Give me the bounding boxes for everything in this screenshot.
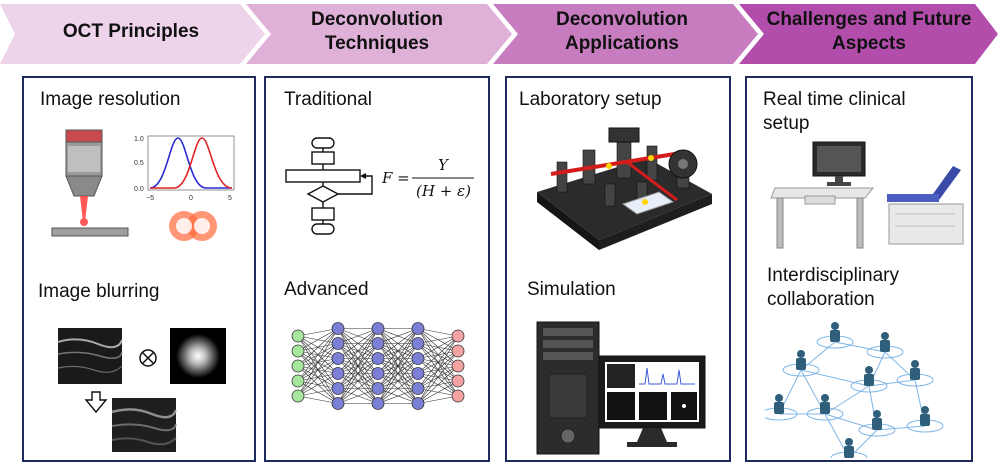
nn-node <box>411 322 425 335</box>
svg-text:F =: F = <box>381 169 410 187</box>
nn-node <box>411 367 425 380</box>
simulation-computer-illustration <box>536 321 706 455</box>
nn-node <box>371 322 385 335</box>
chevron-step-4 <box>739 4 998 64</box>
psf-plot: 1.0 0.5 0.0 −5 0 5 <box>134 135 235 202</box>
step-challenges-future: Challenges and Future Aspects <box>766 9 972 54</box>
person-icon <box>830 322 840 342</box>
svg-text:5: 5 <box>228 195 232 202</box>
collaboration-network-illustration <box>765 322 944 458</box>
nn-node <box>291 329 305 343</box>
real-time-clinical-setup-label: Real time clinical setup <box>763 89 906 134</box>
nn-node <box>291 389 305 403</box>
nn-node <box>371 352 385 365</box>
nn-node <box>291 374 305 388</box>
svg-text:Y: Y <box>438 156 450 174</box>
nn-node <box>451 359 465 373</box>
simulation-label: Simulation <box>527 279 616 300</box>
chevron-step-3 <box>493 4 758 64</box>
step-oct-principles: OCT Principles <box>62 21 200 42</box>
chevron-arrows <box>0 4 998 64</box>
svg-text:−5: −5 <box>146 195 154 202</box>
step-deconvolution-techniques: Deconvolution Techniques <box>311 9 443 54</box>
process-header: OCT Principles Deconvolution Techniques … <box>0 0 1000 64</box>
nn-node <box>411 397 425 410</box>
nn-node <box>331 367 345 380</box>
nn-node <box>451 389 465 403</box>
person-icon <box>820 394 830 414</box>
deconvolution-equation: F = Y (H + ε) <box>381 156 474 200</box>
chevron-step-1 <box>0 4 265 64</box>
person-icon <box>774 394 784 414</box>
laboratory-setup-illustration <box>537 127 712 250</box>
traditional-label: Traditional <box>284 89 373 110</box>
nn-node <box>331 352 345 365</box>
advanced-label: Advanced <box>284 279 369 300</box>
nn-node <box>331 382 345 395</box>
nn-node <box>371 397 385 410</box>
nn-node <box>331 397 345 410</box>
clinical-setup-illustration <box>770 141 964 249</box>
nn-node <box>411 352 425 365</box>
person-icon <box>796 350 806 370</box>
panel-challenges-future: Real time clinical setup Interdisciplina… <box>745 76 973 462</box>
svg-text:(H + ε): (H + ε) <box>416 182 471 200</box>
nn-node <box>371 367 385 380</box>
nn-node <box>291 344 305 358</box>
nn-node <box>451 374 465 388</box>
nn-node <box>411 337 425 350</box>
interdisciplinary-collaboration-label: Interdisciplinary collaboration <box>767 265 899 310</box>
nn-node <box>411 382 425 395</box>
svg-text:0.5: 0.5 <box>134 160 144 167</box>
panel-deconvolution-techniques: Traditional F = Y (H + ε) Advanced <box>264 76 490 462</box>
overlapping-spots-icon <box>169 211 217 241</box>
image-blurring-illustration <box>57 328 226 452</box>
nn-node <box>371 337 385 350</box>
svg-text:1.0: 1.0 <box>134 136 144 143</box>
person-icon <box>864 366 874 386</box>
image-resolution-label: Image resolution <box>40 89 181 110</box>
svg-text:0.0: 0.0 <box>134 186 144 193</box>
svg-text:0: 0 <box>189 195 193 202</box>
chevron-step-2 <box>246 4 512 64</box>
panel-oct-principles: Image resolution 1.0 0.5 0.0 −5 0 5 <box>22 76 256 462</box>
nn-node <box>331 322 345 335</box>
step-deconvolution-applications: Deconvolution Applications <box>556 9 688 54</box>
nn-node <box>331 337 345 350</box>
nn-node <box>451 329 465 343</box>
image-blurring-label: Image blurring <box>38 281 160 302</box>
person-icon <box>844 438 854 458</box>
person-icon <box>872 410 882 430</box>
nn-node <box>371 382 385 395</box>
neural-network-illustration <box>291 322 465 410</box>
nn-node <box>451 344 465 358</box>
nn-node <box>291 359 305 373</box>
image-resolution-illustration: 1.0 0.5 0.0 −5 0 5 <box>51 129 235 241</box>
panel-deconvolution-applications: Laboratory setup Simulation <box>505 76 731 462</box>
traditional-flowchart-illustration: F = Y (H + ε) <box>285 137 474 235</box>
laboratory-setup-label: Laboratory setup <box>519 89 662 110</box>
person-icon <box>920 406 930 426</box>
person-icon <box>910 360 920 380</box>
person-icon <box>880 332 890 352</box>
